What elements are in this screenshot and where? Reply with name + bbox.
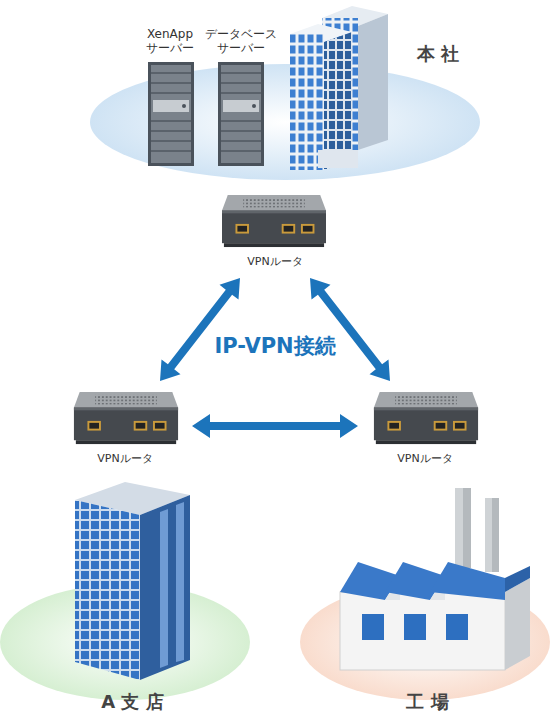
factory-roof xyxy=(385,562,445,600)
node-label: A 支 店 xyxy=(10,692,255,713)
building-window xyxy=(160,509,168,668)
site-area: 工 場 xyxy=(295,478,550,716)
hq-building xyxy=(290,6,388,170)
node-label: XenApp サーバー xyxy=(138,28,202,56)
node-label: VPNルータ xyxy=(362,453,488,466)
building-side xyxy=(140,495,190,680)
building-entrance xyxy=(318,150,358,168)
vpn-arrow xyxy=(310,278,390,381)
branch-building xyxy=(75,482,190,680)
factory-window xyxy=(404,614,426,640)
chimney xyxy=(455,488,471,568)
node-label: 工 場 xyxy=(305,692,550,713)
server-icon xyxy=(218,62,264,166)
vpn-arrow xyxy=(192,414,358,438)
vpn-arrow xyxy=(160,278,240,381)
building-window xyxy=(176,502,184,662)
router-icon xyxy=(374,392,478,444)
router-node: VPNルータ xyxy=(362,385,488,467)
building-face xyxy=(290,34,324,170)
router-icon xyxy=(222,195,326,247)
site-area: A 支 店 xyxy=(0,478,255,716)
chimney xyxy=(492,498,499,572)
server-icon xyxy=(148,62,194,166)
router-node: VPNルータ xyxy=(215,192,335,274)
factory-window xyxy=(446,614,468,640)
node-label: 本 社 xyxy=(398,44,478,65)
factory xyxy=(340,488,530,670)
site-area: 本 社 XenApp サーバーデータベース サーバー xyxy=(85,10,485,185)
node-label: VPNルータ xyxy=(62,453,188,466)
building-side xyxy=(324,32,352,170)
building-face xyxy=(75,500,140,680)
building-side xyxy=(358,14,388,150)
node-label: データベース サーバー xyxy=(202,28,280,56)
router-node: VPNルータ xyxy=(62,385,188,467)
network-label: IP-VPN接続 xyxy=(190,332,360,360)
factory-roof xyxy=(340,562,400,600)
chimney xyxy=(463,488,471,568)
server-node: XenApp サーバー xyxy=(138,28,202,168)
node-label: VPNルータ xyxy=(215,256,335,269)
chimney xyxy=(485,498,499,572)
factory-roof xyxy=(430,562,505,600)
factory-window xyxy=(362,614,384,640)
server-node: データベース サーバー xyxy=(202,28,280,168)
router-icon xyxy=(74,392,178,444)
factory-side xyxy=(505,578,530,670)
factory-wall xyxy=(340,592,505,670)
factory-roof xyxy=(505,566,530,592)
